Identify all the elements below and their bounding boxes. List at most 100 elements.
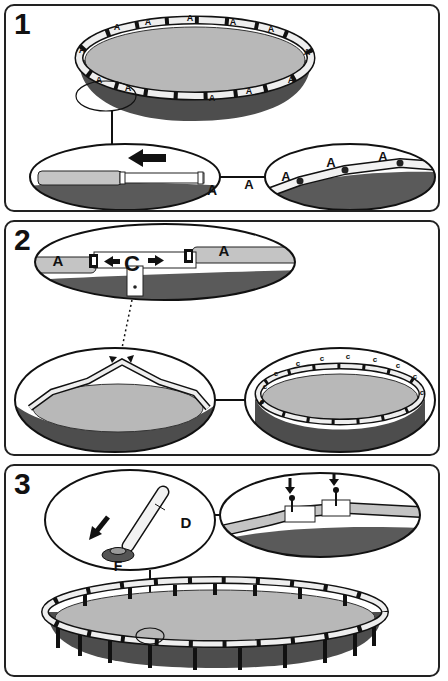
connector-detail (92, 257, 96, 265)
frame-peak-detail (30, 362, 208, 408)
rail-ring-detail (262, 163, 440, 195)
part-label: c (263, 383, 267, 391)
pin-detail (333, 487, 339, 493)
part-label: c (296, 360, 300, 368)
rail-insert-detail (198, 172, 203, 184)
pool-with-legs (45, 580, 385, 670)
connector-detail (30, 224, 302, 305)
part-label: A (53, 253, 64, 268)
part-label: A (378, 150, 387, 163)
pool-with-legs (78, 633, 82, 656)
part-label: A (288, 76, 295, 85)
step-panel: 1 (4, 4, 440, 212)
part-label: A (219, 243, 230, 258)
frame-peak-detail (127, 355, 134, 363)
pin-detail (285, 506, 315, 522)
pin-detail (289, 478, 292, 488)
detail-outline (30, 144, 220, 210)
step-number: 1 (14, 8, 31, 40)
rail-ring-detail (265, 190, 272, 197)
pool-with-legs (323, 640, 327, 663)
rail-ring-detail (342, 167, 349, 174)
connector-detail (192, 247, 302, 263)
frame-peak-detail (109, 356, 117, 363)
pin-detail (285, 487, 295, 494)
pool-with-legs (253, 585, 257, 596)
part-label: A (230, 18, 237, 27)
part-label: A (244, 178, 253, 191)
detail-outline (245, 348, 435, 452)
rail-ring-detail (262, 163, 440, 195)
leg-footing-detail (45, 470, 215, 570)
step-number: 3 (14, 468, 31, 500)
pool-with-legs (238, 648, 242, 670)
part-label: A (125, 84, 132, 93)
pool-with-legs (353, 633, 357, 656)
part-label: F (114, 559, 123, 573)
pin-detail (289, 495, 295, 501)
part-label: D (181, 515, 192, 530)
part-label: A (209, 94, 216, 103)
rail-insert-detail (38, 171, 122, 185)
pin-detail (329, 479, 339, 486)
part-label: c (420, 389, 424, 397)
part-label: c (413, 373, 417, 381)
detail-outline (45, 470, 215, 570)
connector-detail (184, 249, 193, 263)
pool-with-legs (128, 588, 132, 599)
pool-with-legs (283, 645, 287, 668)
detail-outline (220, 473, 420, 557)
part-label: A (207, 183, 217, 197)
connector-detail (94, 252, 196, 268)
pool-top-view (220, 176, 265, 178)
part-label: A (96, 76, 103, 85)
part-label: c (320, 355, 324, 363)
part-label: A (114, 23, 121, 32)
connector-detail (133, 285, 137, 289)
leg-footing-detail (89, 526, 102, 540)
leg-footing-detail (110, 548, 126, 555)
pool-top-view (111, 110, 113, 144)
part-label: A (246, 87, 253, 96)
pool-top-view (76, 81, 136, 111)
pool-with-legs (108, 640, 112, 663)
pool-with-legs (83, 595, 87, 606)
frame-peak-detail (30, 362, 208, 408)
rail-insert-detail (142, 154, 166, 162)
rail-ring-detail (297, 178, 304, 185)
part-label: A (268, 25, 275, 34)
pool-with-legs (45, 580, 385, 644)
connected-frame-detail (258, 366, 422, 422)
part-label: A (326, 156, 335, 169)
pin-detail (220, 527, 420, 560)
leg-footing-detail (128, 492, 163, 546)
pool-with-legs (136, 628, 164, 644)
part-label: c (396, 362, 400, 370)
detail-outline (265, 144, 435, 210)
pool-with-legs (213, 584, 217, 595)
leg-footing-detail (128, 492, 163, 546)
leg-footing-detail (155, 504, 165, 510)
pool-with-legs (45, 580, 385, 644)
rail-insert-detail (128, 149, 143, 167)
leg-footing-detail (96, 517, 108, 532)
leader-line (215, 399, 245, 401)
connector-detail (104, 256, 113, 267)
rail-ring-detail (397, 160, 404, 167)
part-label: C (124, 253, 140, 275)
connector-detail (112, 259, 120, 264)
part-label: c (373, 356, 377, 364)
pool-with-legs (173, 585, 177, 596)
rail-ring-detail (260, 144, 440, 215)
detail-outline (15, 348, 215, 452)
pool-with-legs (298, 588, 302, 599)
leg-footing-detail (45, 470, 215, 570)
rail-insert-detail (120, 172, 125, 184)
connector-detail (187, 252, 191, 260)
part-label: A (79, 46, 86, 55)
part-label: c (260, 398, 264, 406)
pool-with-legs (343, 595, 347, 606)
connector-detail (89, 254, 98, 268)
